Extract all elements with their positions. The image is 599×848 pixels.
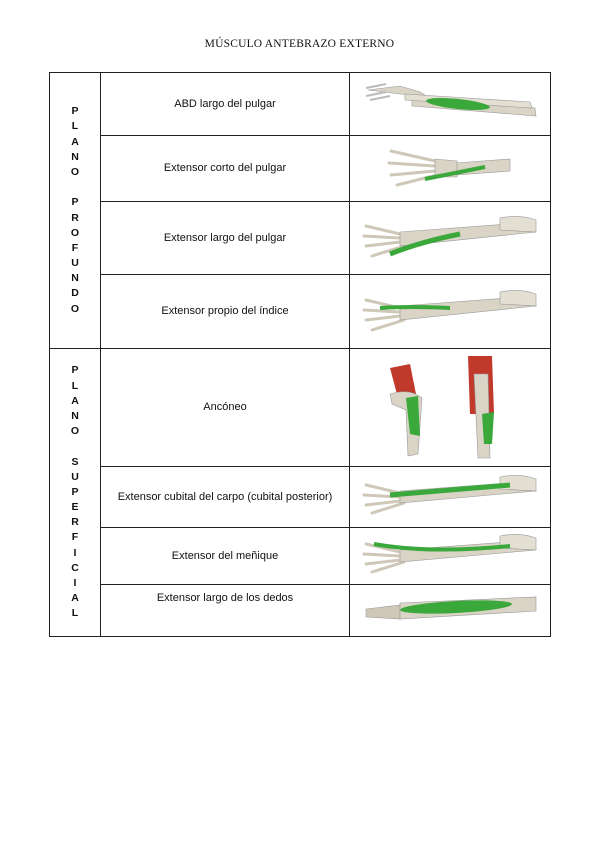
muscle-name: ABD largo del pulgar	[100, 72, 350, 136]
group-label-letter: R	[71, 516, 79, 529]
group-label-letter: E	[71, 501, 79, 514]
forearm-illustration	[362, 534, 537, 574]
page-title: MÚSCULO ANTEBRAZO EXTERNO	[204, 38, 395, 50]
group-label-letter: S	[71, 455, 79, 468]
muscle-name: Extensor largo de los dedos	[100, 584, 350, 637]
group-label-letter: O	[70, 165, 80, 178]
group-label-letter: O	[70, 425, 80, 438]
group-label-letter: A	[71, 394, 79, 407]
table-row: Extensor cubital del carpo (cubital post…	[50, 466, 551, 528]
forearm-illustration	[362, 475, 537, 515]
group-label-letter: A	[71, 592, 79, 605]
group-label-letter: F	[71, 531, 79, 544]
group-label-letter: N	[71, 409, 79, 422]
muscle-name: Extensor largo del pulgar	[100, 201, 350, 275]
group-label-letter: I	[73, 546, 77, 559]
group-label-letter: U	[71, 257, 79, 270]
group-label-letter: D	[71, 287, 79, 300]
group-label-letter: C	[71, 561, 79, 574]
group-label-letter: N	[71, 150, 79, 163]
muscle-name: Extensor del meñique	[100, 527, 350, 585]
elbow-illustration	[389, 355, 494, 458]
forearm-illustration	[362, 216, 537, 258]
table-row: Extensor del meñique	[50, 527, 551, 585]
group-label-letter: L	[71, 379, 79, 392]
muscle-name: Extensor propio del índice	[100, 274, 350, 349]
forearm-illustration	[365, 83, 537, 117]
muscle-image	[349, 274, 551, 349]
group-label-letter: L	[71, 607, 79, 620]
group-label-letter: O	[70, 226, 80, 239]
muscle-name: Extensor cubital del carpo (cubital post…	[100, 466, 350, 528]
group-label-letter: P	[71, 364, 79, 377]
muscle-image	[349, 527, 551, 585]
muscle-name: Extensor corto del pulgar	[100, 135, 350, 202]
group-label-letter: P	[71, 105, 79, 118]
group-label-letter: A	[71, 135, 79, 148]
group-label-letter: R	[71, 211, 79, 224]
muscle-image	[349, 584, 551, 637]
muscle-image	[349, 466, 551, 528]
group-label-letter: I	[73, 577, 77, 590]
muscle-image	[349, 201, 551, 275]
muscle-name: Ancóneo	[100, 348, 350, 467]
table-row: Extensor largo de los dedos	[50, 584, 551, 637]
muscle-image	[349, 72, 551, 136]
muscle-image	[349, 135, 551, 202]
table-row: Extensor corto del pulgar	[50, 135, 551, 202]
group-label-letter: O	[70, 302, 80, 315]
table-row: Extensor largo del pulgar	[50, 201, 551, 275]
forearm-illustration	[365, 596, 537, 619]
group-label-letter: P	[71, 196, 79, 209]
table-row: Extensor propio del índice	[50, 274, 551, 349]
group-label-letter: P	[71, 485, 79, 498]
group-label-letter: F	[71, 241, 79, 254]
forearm-illustration	[362, 289, 537, 331]
group-label-letter: N	[71, 272, 79, 285]
muscle-image	[349, 348, 551, 467]
hand-illustration	[387, 149, 511, 186]
group-label-letter: L	[71, 120, 79, 133]
group-label-letter: U	[71, 470, 79, 483]
